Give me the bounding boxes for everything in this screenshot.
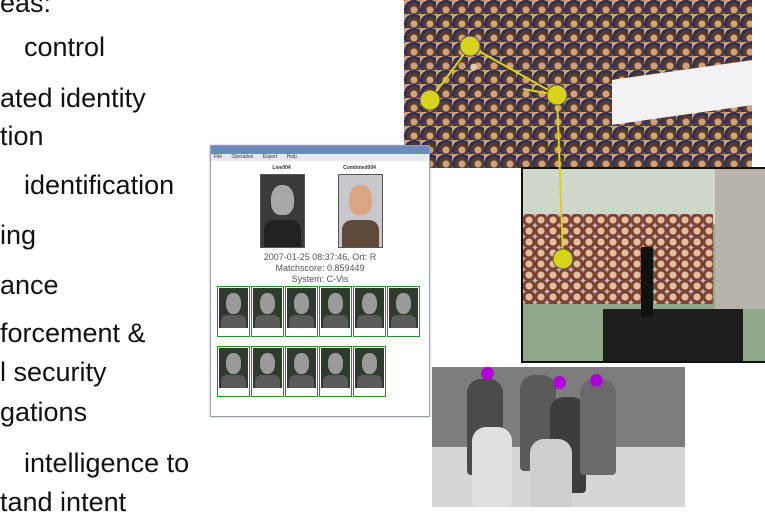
person bbox=[472, 427, 512, 507]
gallery-image-label: Combined004 bbox=[343, 165, 376, 171]
candidate-thumbnail[interactable] bbox=[319, 346, 352, 397]
face-detection-marker-icon bbox=[590, 374, 603, 387]
bullet-line: ing bbox=[0, 220, 37, 250]
match-datetime: 2007-01-25 08:37:46, Ort: R bbox=[263, 252, 377, 262]
probe-face-image bbox=[260, 174, 305, 248]
candidate-thumbnail[interactable] bbox=[285, 286, 318, 337]
bullet-line: eas: bbox=[0, 0, 52, 18]
candidate-thumbnail[interactable] bbox=[353, 286, 386, 337]
match-score: Matchscore: 0.859449 bbox=[275, 263, 365, 273]
pillar bbox=[715, 169, 765, 309]
candidate-thumbnail[interactable] bbox=[319, 286, 352, 337]
face-detection-marker-icon bbox=[481, 367, 494, 380]
cctv-surveillance-photo bbox=[432, 367, 685, 507]
candidate-thumbnail[interactable] bbox=[251, 286, 284, 337]
platform bbox=[603, 309, 743, 361]
bullet-line: intelligence to bbox=[24, 448, 190, 478]
menu-item-file[interactable]: File bbox=[214, 154, 223, 160]
outdoor-event-photo bbox=[521, 167, 765, 363]
bullet-line: ated identity bbox=[0, 83, 146, 113]
probe-image-label: Live004 bbox=[272, 165, 291, 171]
crowd-rally-photo bbox=[404, 0, 752, 168]
match-system: System: C-Vis bbox=[291, 274, 349, 284]
candidate-thumbnail[interactable] bbox=[353, 346, 386, 397]
bullet-line: forcement & bbox=[0, 318, 146, 348]
candidate-thumbnail[interactable] bbox=[217, 346, 250, 397]
candidate-thumbnail[interactable] bbox=[285, 346, 318, 397]
bullet-list: eas: control ated identity tion identifi… bbox=[0, 0, 230, 517]
menu-item-export[interactable]: Export bbox=[262, 154, 278, 160]
candidate-thumbnail[interactable] bbox=[217, 286, 250, 337]
menu-bar: File Operation Export Help bbox=[211, 154, 429, 161]
face-match-app-window: File Operation Export Help Live004 Combi… bbox=[210, 145, 430, 417]
person bbox=[530, 439, 572, 507]
bullet-line: l security bbox=[0, 357, 107, 387]
window-titlebar[interactable] bbox=[211, 146, 429, 154]
person bbox=[580, 379, 616, 475]
bullet-line: control bbox=[24, 32, 106, 62]
bullet-line: identification bbox=[24, 170, 175, 200]
crowd-area bbox=[523, 214, 713, 304]
stage-area bbox=[612, 60, 752, 125]
candidate-thumbnail[interactable] bbox=[251, 346, 284, 397]
menu-item-help[interactable]: Help bbox=[286, 154, 297, 160]
bullet-line: tand intent bbox=[0, 487, 127, 517]
menu-item-operation[interactable]: Operation bbox=[231, 154, 254, 160]
face-detection-marker-icon bbox=[553, 376, 566, 389]
speaker-figure bbox=[641, 247, 653, 317]
candidate-thumbnail[interactable] bbox=[387, 286, 420, 337]
bullet-line: tion bbox=[0, 121, 44, 151]
gallery-face-image bbox=[338, 174, 383, 248]
bullet-line: ance bbox=[0, 270, 59, 300]
bullet-line: gations bbox=[0, 397, 88, 427]
